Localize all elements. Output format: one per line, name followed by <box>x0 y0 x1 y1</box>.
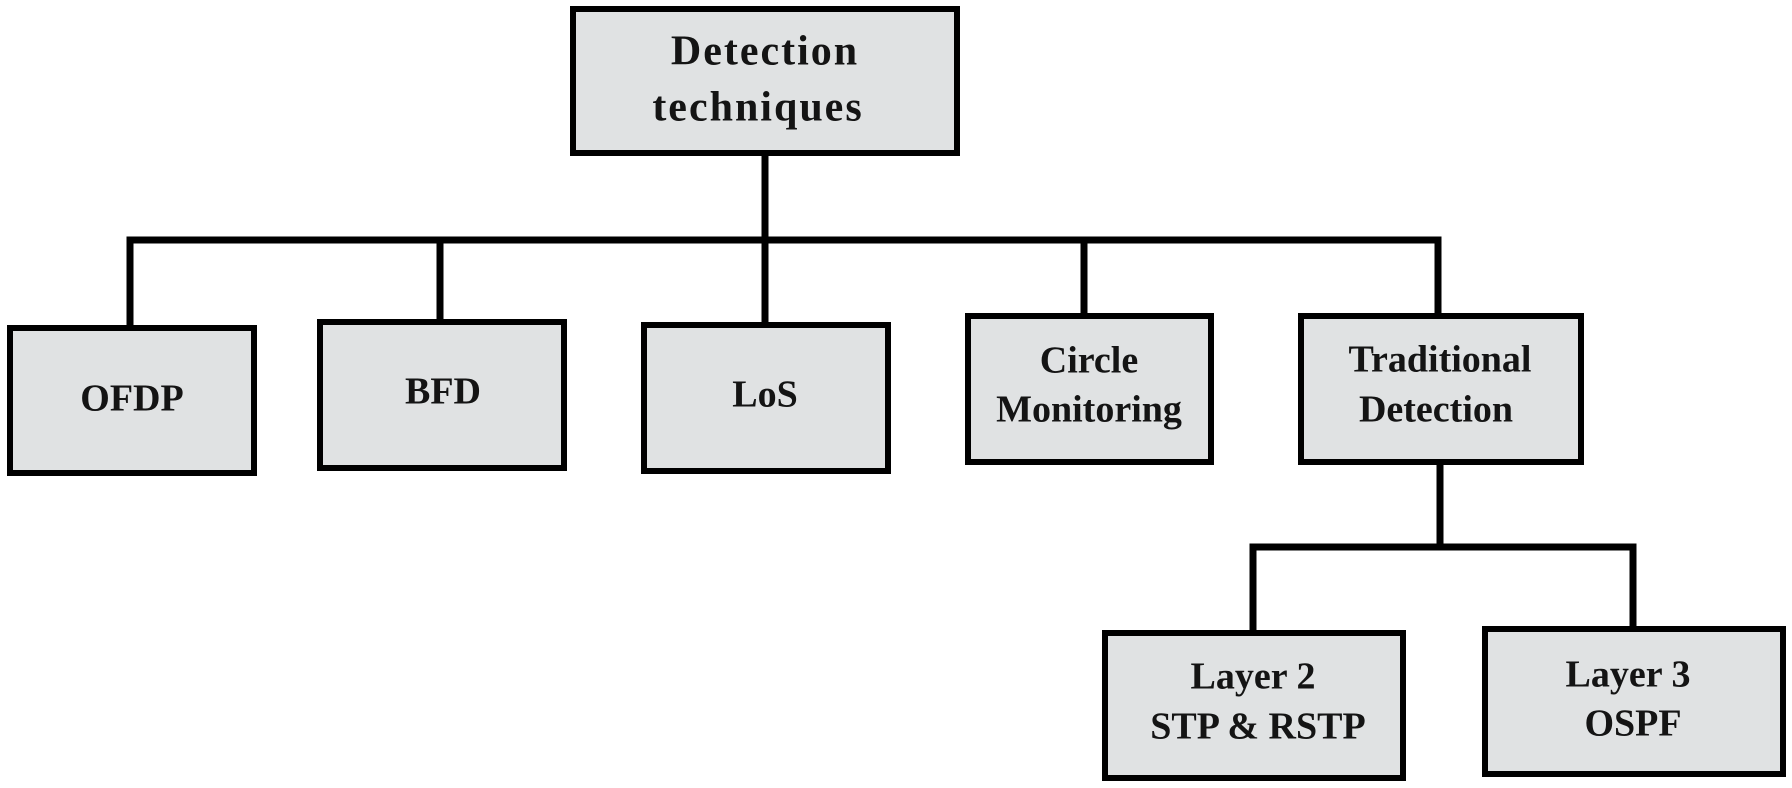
connectors <box>126 149 1637 636</box>
node-bfd: BFD <box>317 319 567 471</box>
layer2-label-line2: STP & RSTP <box>1150 706 1365 748</box>
layer3-label-line1: Layer 3 <box>1566 654 1691 696</box>
bfd-label: BFD <box>405 371 481 413</box>
circle-label-line2: Monitoring <box>996 389 1182 431</box>
layer3-label-line2: OSPF <box>1584 703 1681 745</box>
node-layer3-ospf: Layer 3 OSPF <box>1482 626 1786 777</box>
los-label: LoS <box>732 374 797 416</box>
root-label-line1: Detection <box>671 29 859 75</box>
traditional-label-line1: Traditional <box>1349 339 1532 381</box>
layer2-label-line1: Layer 2 <box>1191 656 1316 698</box>
node-circle-monitoring: Circle Monitoring <box>965 313 1214 465</box>
node-traditional-detection: Traditional Detection <box>1298 313 1584 465</box>
root-node-detection-techniques: Detection techniques <box>570 6 960 156</box>
traditional-label-line2: Detection <box>1359 389 1513 431</box>
node-los: LoS <box>641 322 891 474</box>
circle-label-line1: Circle <box>1040 340 1138 382</box>
node-layer2-stp-rstp: Layer 2 STP & RSTP <box>1102 630 1406 781</box>
node-ofdp: OFDP <box>7 325 257 476</box>
root-label-line2: techniques <box>652 85 863 131</box>
ofdp-label: OFDP <box>80 378 183 420</box>
